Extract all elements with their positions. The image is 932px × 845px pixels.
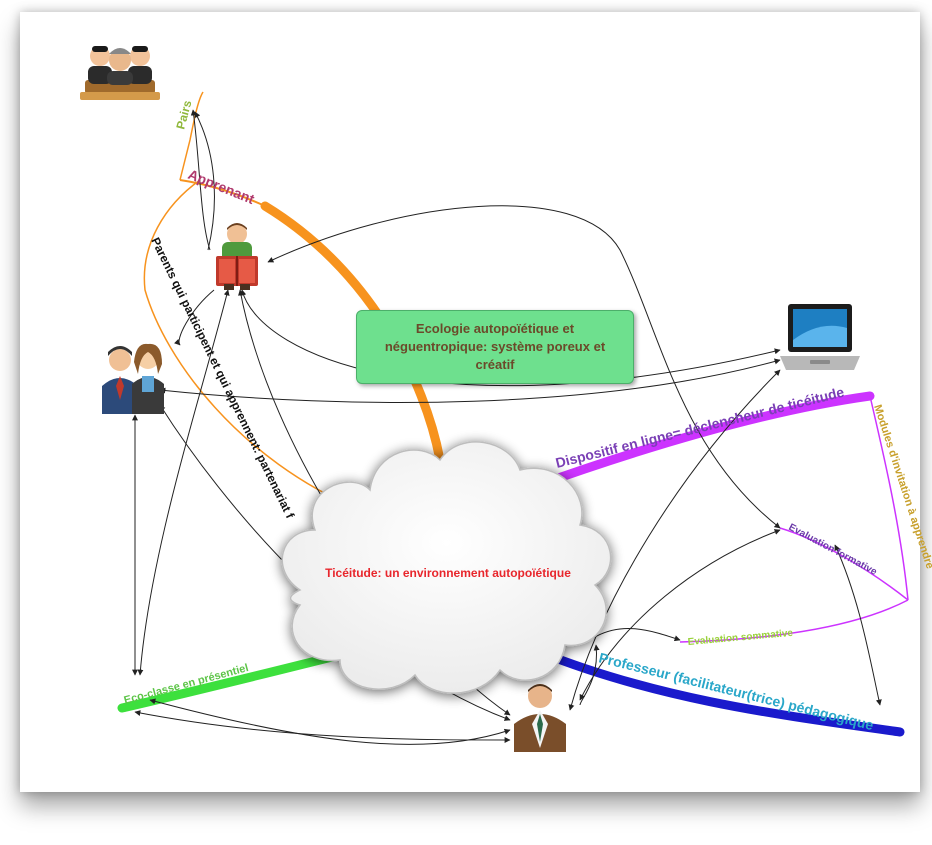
label-eval-sommative: Evaluation sommative [687,628,794,648]
branch-apprenant-thin [179,179,266,207]
branch-eval-formative [779,527,909,601]
ecology-box: Ecologie autopoïétique et néguentropique… [356,310,634,384]
laptop-icon [780,304,860,370]
label-professeur: Professeur (facilitateur(trice) pédagogi… [597,649,875,733]
label-apprenant: Apprenant [186,166,257,207]
central-cloud [281,441,612,694]
cloud-title: Ticéitude: un environnement autopoïétiqu… [325,566,571,580]
teacher-icon [514,684,566,752]
branch-parents [143,179,361,511]
branch-modules [869,395,909,601]
branch-dispositif [525,391,875,493]
label-eval-formative: Evaluation formative [787,522,879,578]
student-reading-icon [216,223,258,290]
label-dispositif: Dispositif en ligne= déclencheur de ticé… [554,384,846,471]
couple-icon [102,343,164,414]
label-pairs: Pairs [173,98,194,130]
group-of-people-icon [80,46,160,100]
